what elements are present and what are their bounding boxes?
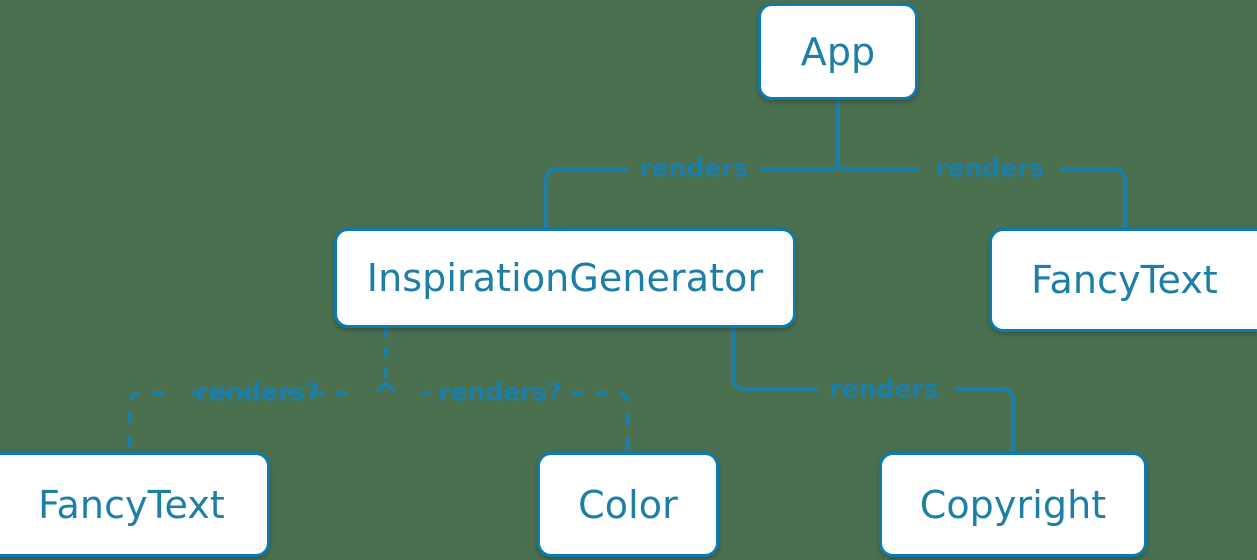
- node-copyright[interactable]: Copyright: [879, 452, 1147, 557]
- node-color[interactable]: Color: [537, 452, 719, 557]
- node-fancytext-bottom[interactable]: FancyText: [0, 452, 270, 557]
- edge-label-inspirationgenerator-fancytext: renders?: [196, 377, 320, 407]
- node-fancytext-right-label: FancyText: [1031, 258, 1218, 302]
- edge-inspiration-renders-copyright: [731, 328, 1015, 452]
- node-fancytext-right[interactable]: FancyText: [989, 228, 1257, 332]
- node-app[interactable]: App: [758, 3, 918, 100]
- edge-label-inspirationgenerator-color: renders?: [438, 377, 562, 407]
- node-fancytext-bottom-label: FancyText: [38, 482, 225, 527]
- edge-label-inspirationgenerator-copyright: renders: [829, 374, 939, 404]
- node-app-label: App: [800, 29, 876, 74]
- node-color-label: Color: [578, 482, 678, 527]
- node-copyright-label: Copyright: [919, 482, 1107, 527]
- node-inspirationgenerator[interactable]: InspirationGenerator: [334, 228, 796, 328]
- edge-inspiration-renders-color: [384, 381, 630, 452]
- edge-label-app-inspirationgenerator: renders: [639, 153, 749, 183]
- edge-app-renders-fancytext: [836, 161, 1127, 228]
- edge-inspiration-renders-fancytext: [128, 381, 388, 452]
- edge-label-app-fancytext: renders: [935, 153, 1045, 183]
- node-inspirationgenerator-label: InspirationGenerator: [366, 256, 764, 300]
